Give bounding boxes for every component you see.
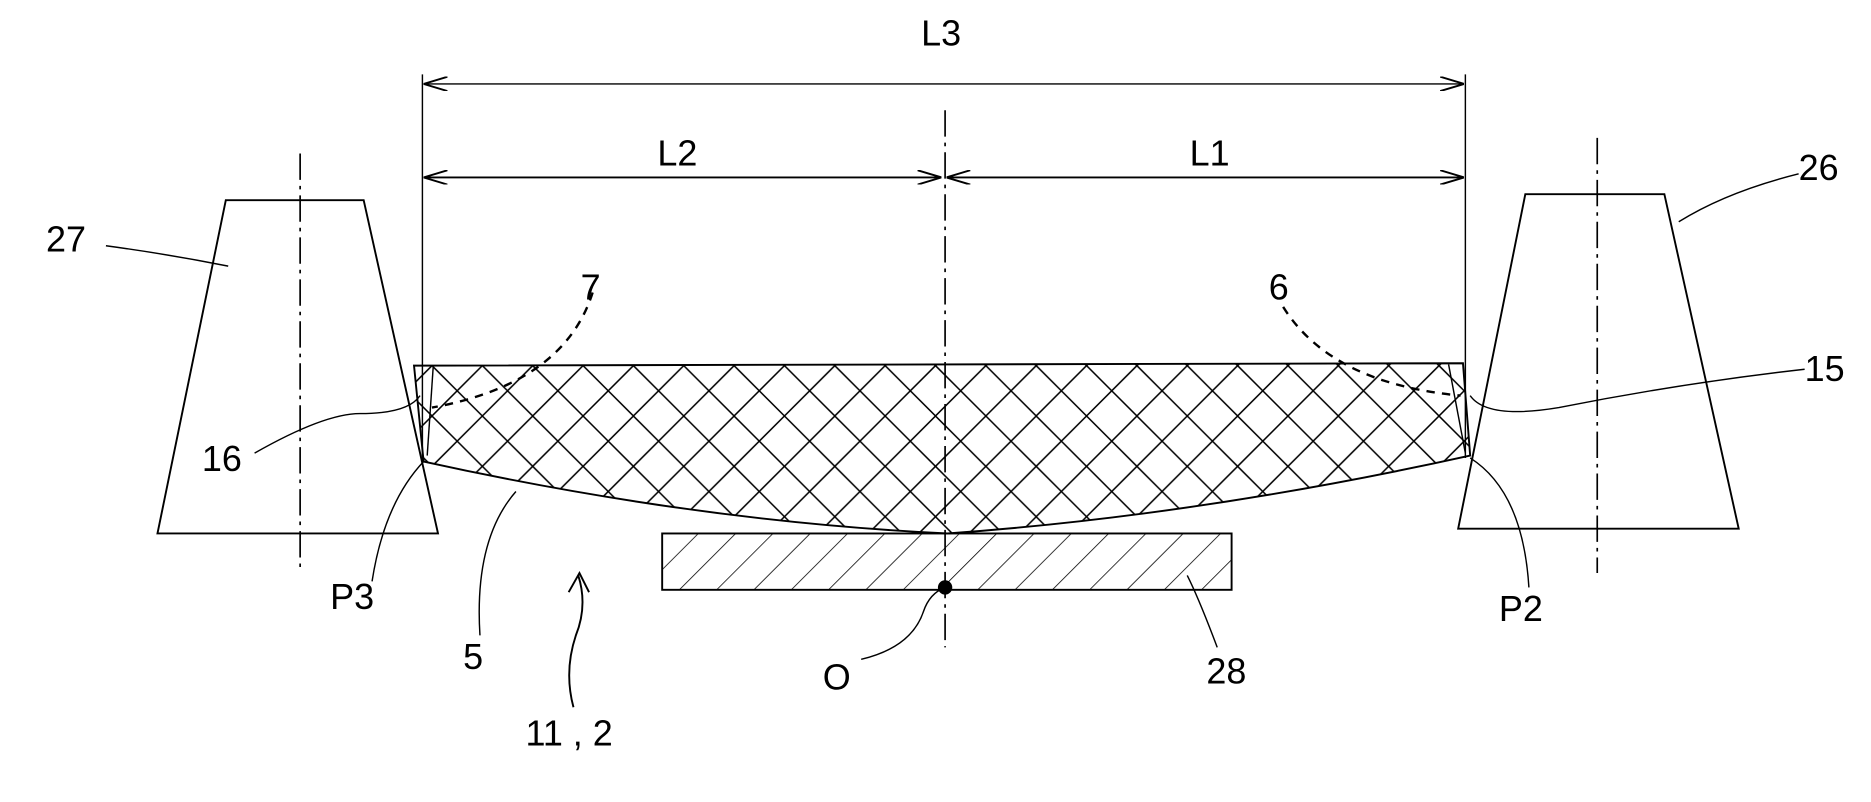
dashed-curve-6: [1282, 306, 1461, 397]
label-L2: L2: [657, 132, 697, 173]
label-15: 15: [1805, 348, 1845, 389]
label-L3: L3: [921, 13, 961, 54]
leader-P2: [1469, 457, 1530, 588]
roller-26: [1457, 193, 1740, 530]
leader-27: [105, 245, 229, 267]
support-block-28: [661, 532, 1233, 591]
label-O: O: [823, 656, 851, 697]
arrow-11-2-head: [567, 570, 590, 593]
label-P2: P2: [1499, 588, 1543, 629]
label-L1: L1: [1190, 132, 1230, 173]
label-7: 7: [581, 267, 601, 308]
leader-O: [861, 586, 946, 661]
leader-5: [478, 491, 517, 636]
plate-body: [412, 362, 1472, 535]
leader-15: [1469, 368, 1805, 413]
label-P3: P3: [330, 576, 374, 617]
label-5: 5: [463, 636, 483, 677]
leader-16: [254, 395, 421, 454]
leader-26: [1678, 173, 1799, 223]
label-16: 16: [202, 438, 242, 479]
label-28: 28: [1206, 650, 1246, 691]
arrow-11-2: [568, 575, 584, 708]
leader-P3: [371, 461, 425, 582]
label-27: 27: [46, 219, 86, 260]
label-11-2: 11 , 2: [526, 713, 613, 754]
label-6: 6: [1269, 267, 1289, 308]
roller-27: [156, 199, 440, 535]
leader-28: [1186, 575, 1218, 648]
dashed-curve-7: [431, 292, 594, 409]
label-26: 26: [1799, 147, 1839, 188]
